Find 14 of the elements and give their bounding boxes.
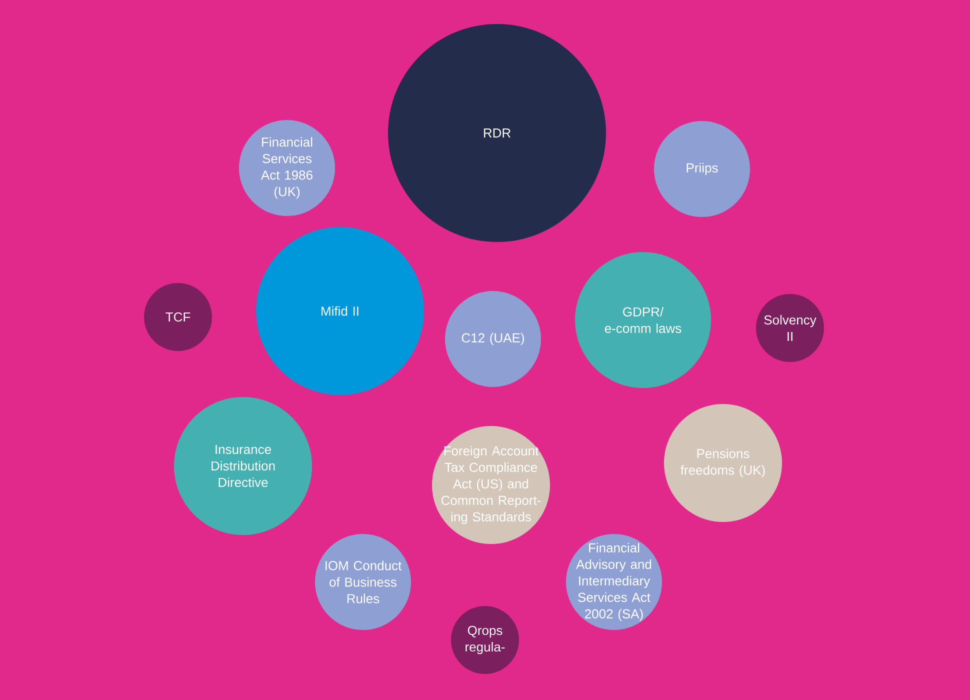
bubble: Priips — [654, 121, 750, 217]
bubble: Foreign Account Tax Compliance Act (US) and Common Report-ing Standards — [432, 426, 550, 544]
bubble: Solvency II — [756, 294, 824, 362]
bubble: Financial Advisory and Intermediary Services Act 2002 (SA) — [566, 534, 662, 630]
bubble: Mifid II — [256, 227, 424, 395]
bubble: TCF — [144, 283, 212, 351]
bubble: Insurance Distribution Directive — [174, 397, 312, 535]
bubble: GDPR/ e-comm laws — [575, 252, 711, 388]
bubble: Pensions freedoms (UK) — [664, 404, 782, 522]
bubble: RDR — [388, 24, 606, 242]
bubble: Financial Services Act 1986 (UK) — [239, 120, 335, 216]
bubble: C12 (UAE) — [445, 291, 541, 387]
bubble: Qrops regula- — [451, 606, 519, 674]
bubble: IOM Conduct of Business Rules — [315, 534, 411, 630]
